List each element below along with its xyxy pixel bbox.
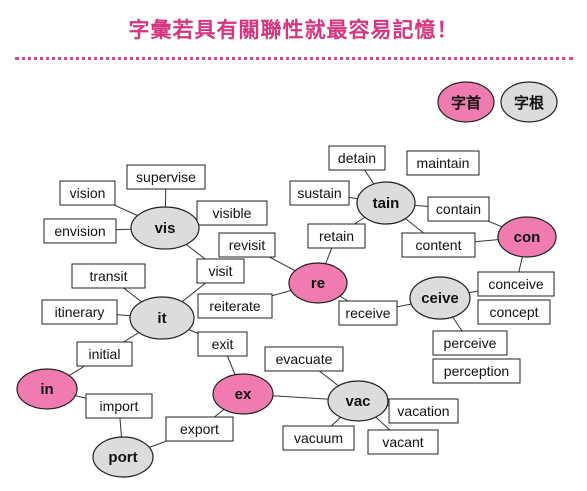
legend-root-label: 字根: [514, 94, 544, 112]
word-box-visible: [196, 200, 268, 226]
prefix-node-con: [497, 216, 557, 258]
word-label-maintain: maintain: [417, 155, 470, 171]
word-label-sustain: sustain: [297, 185, 341, 201]
word-box-conceive: [477, 271, 555, 297]
node-label-in: in: [40, 381, 53, 398]
prefix-node-re: [288, 262, 348, 304]
node-label-tain: tain: [373, 195, 400, 212]
root-node-it: [129, 296, 195, 340]
word-box-export: [165, 416, 234, 442]
root-node-ceive: [409, 276, 471, 320]
word-label-concept: concept: [489, 304, 538, 320]
legend: 字首 字根: [437, 81, 558, 123]
word-label-vision: vision: [70, 185, 106, 201]
word-box-receive: [338, 300, 398, 326]
word-label-initial: initial: [89, 346, 121, 362]
word-box-vacuum: [282, 425, 355, 451]
word-label-export: export: [180, 421, 219, 437]
word-box-retain: [307, 223, 366, 249]
word-box-supervise: [126, 164, 206, 190]
word-label-detain: detain: [338, 150, 376, 166]
word-label-perception: perception: [444, 363, 509, 379]
word-label-visit: visit: [208, 263, 232, 279]
word-box-vision: [59, 180, 116, 206]
word-box-evacuate: [264, 346, 344, 372]
root-node-port: [92, 436, 154, 478]
word-label-receive: receive: [345, 305, 390, 321]
node-label-it: it: [157, 310, 166, 327]
root-node-vac: [327, 380, 389, 422]
node-label-ceive: ceive: [421, 290, 459, 307]
word-label-content: content: [416, 237, 462, 253]
word-box-sustain: [289, 180, 350, 206]
word-label-vacation: vacation: [397, 403, 449, 419]
word-label-vacuum: vacuum: [294, 430, 343, 446]
prefix-node-ex: [212, 373, 274, 415]
word-label-itinerary: itinerary: [55, 304, 105, 320]
word-label-contain: contain: [436, 201, 481, 217]
word-label-supervise: supervise: [136, 169, 196, 185]
word-box-itinerary: [41, 299, 118, 325]
node-label-vac: vac: [345, 393, 370, 410]
word-box-vacant: [367, 429, 439, 455]
root-node-tain: [356, 181, 416, 225]
word-box-envision: [43, 218, 117, 244]
word-box-contain: [427, 196, 490, 222]
word-label-exit: exit: [212, 336, 234, 352]
word-box-initial: [76, 341, 133, 367]
node-label-ex: ex: [235, 386, 252, 403]
word-boxes: vision supervise visible envision transit vis…: [41, 145, 555, 455]
dotted-divider: [15, 57, 573, 60]
word-box-revisit: [218, 232, 276, 258]
legend-prefix-marker: [437, 81, 495, 123]
word-box-perception: [432, 358, 521, 384]
prefix-node-in: [16, 368, 78, 410]
node-label-vis: vis: [155, 220, 176, 237]
word-box-perceive: [432, 330, 508, 356]
word-label-import: import: [100, 398, 139, 414]
word-box-vacation: [388, 398, 459, 424]
word-box-detain: [328, 145, 386, 171]
word-label-reiterate: reiterate: [209, 298, 261, 314]
word-label-conceive: conceive: [488, 276, 543, 292]
word-label-visible: visible: [213, 205, 252, 221]
root-node-vis: [130, 206, 200, 250]
word-box-visit: [196, 258, 245, 284]
word-label-perceive: perceive: [444, 335, 497, 351]
legend-prefix-label: 字首: [451, 94, 481, 112]
word-box-transit: [71, 263, 146, 289]
word-box-concept: [477, 299, 551, 325]
word-box-reiterate: [197, 293, 273, 319]
word-label-revisit: revisit: [229, 237, 266, 253]
word-label-evacuate: evacuate: [276, 351, 333, 367]
page-title: 字彙若具有關聯性就最容易記憶！: [128, 18, 459, 42]
word-label-transit: transit: [89, 268, 127, 284]
word-label-vacant: vacant: [382, 434, 423, 450]
word-box-content: [401, 232, 476, 258]
word-label-retain: retain: [319, 228, 354, 244]
word-box-maintain: [406, 150, 480, 176]
word-label-envision: envision: [54, 223, 105, 239]
word-box-import: [85, 393, 153, 419]
node-label-re: re: [311, 275, 325, 292]
node-label-con: con: [514, 229, 541, 246]
word-box-exit: [197, 331, 248, 357]
legend-root-marker: [500, 81, 558, 123]
node-label-port: port: [108, 449, 137, 466]
